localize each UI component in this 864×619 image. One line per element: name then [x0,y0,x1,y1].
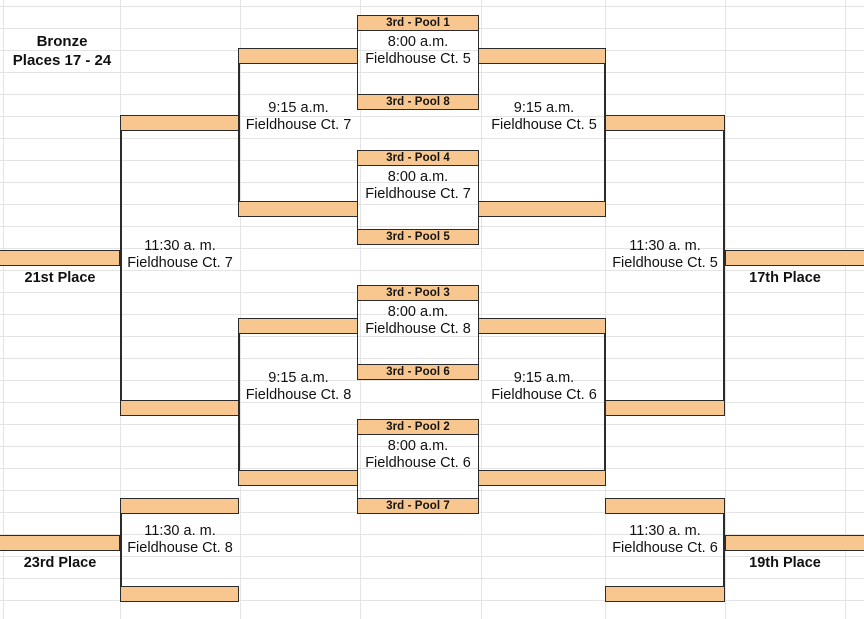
sf-left-upper-feed-top[interactable] [238,48,358,64]
final-17th-court: Fieldhouse Ct. 5 [612,255,718,272]
sf-right-upper-court: Fieldhouse Ct. 5 [491,117,597,134]
final-21st-winner-bar[interactable] [0,250,120,266]
sf-left-upper-info: 9:15 a.m. Fieldhouse Ct. 7 [238,100,359,134]
final-21st-time: 11:30 a. m. [144,238,216,254]
qf-top-2-court: Fieldhouse Ct. 7 [365,186,471,203]
final-23rd-time: 11:30 a. m. [144,523,216,539]
final-17th-connector [723,123,725,408]
qf-bottom-2-info: 8:00 a.m. Fieldhouse Ct. 6 [357,438,479,472]
sf-right-lower-feed-bottom[interactable] [478,470,606,486]
qf-bottom-2-time: 8:00 a.m. [387,438,449,454]
final-23rd-feed-top[interactable] [120,498,239,514]
qf-top-1-time: 8:00 a.m. [387,34,449,50]
final-17th-time: 11:30 a. m. [629,238,701,254]
final-19th-connector [723,506,725,594]
final-17th-winner-bar[interactable] [725,250,864,266]
final-19th-feed-top[interactable] [605,498,725,514]
final-19th-place: 19th Place [749,555,821,571]
final-23rd-place: 23rd Place [23,555,97,571]
final-23rd-connector [120,506,122,594]
final-17th-place: 17th Place [749,270,821,286]
sf-left-lower-court: Fieldhouse Ct. 8 [245,387,352,404]
qf-top-2-seed-top[interactable]: 3rd - Pool 4 [357,150,479,166]
qf-bottom-2-court: Fieldhouse Ct. 6 [365,455,471,472]
sf-right-upper-feed-bottom[interactable] [478,201,606,217]
qf-bottom-2-seed-top[interactable]: 3rd - Pool 2 [357,419,479,435]
qf-top-2-time: 8:00 a.m. [387,169,449,185]
final-21st-info: 11:30 a. m. Fieldhouse Ct. 7 [120,238,240,272]
final-21st-court: Fieldhouse Ct. 7 [127,255,233,272]
sf-left-upper-feed-bottom[interactable] [238,201,358,217]
final-23rd-court: Fieldhouse Ct. 8 [127,540,233,557]
final-19th-info: 11:30 a. m. Fieldhouse Ct. 6 [605,523,725,557]
final-23rd-feed-bottom[interactable] [120,586,239,602]
qf-top-1-seed-top[interactable]: 3rd - Pool 1 [357,15,479,31]
qf-top-2-info: 8:00 a.m. Fieldhouse Ct. 7 [357,169,479,203]
sf-right-lower-time: 9:15 a.m. [513,370,575,386]
bracket-title-line2: Places 17 - 24 [12,51,112,69]
sf-left-lower-time: 9:15 a.m. [268,370,329,386]
sf-left-lower-feed-top[interactable] [238,318,358,334]
final-17th-feed-bottom[interactable] [605,400,725,416]
qf-bottom-1-info: 8:00 a.m. Fieldhouse Ct. 8 [357,304,479,338]
sf-right-lower-court: Fieldhouse Ct. 6 [491,387,597,404]
qf-top-2-box [357,150,479,245]
final-19th-winner-bar[interactable] [725,535,864,551]
sf-right-upper-time: 9:15 a.m. [513,100,575,116]
qf-bottom-1-court: Fieldhouse Ct. 8 [365,321,471,338]
sf-right-lower-feed-top[interactable] [478,318,606,334]
final-21st-connector [120,123,122,408]
sf-left-lower-feed-bottom[interactable] [238,470,358,486]
final-19th-time: 11:30 a. m. [629,523,701,539]
qf-top-1-seed-bottom[interactable]: 3rd - Pool 8 [357,94,479,110]
qf-bottom-2-box [357,419,479,514]
final-17th-info: 11:30 a. m. Fieldhouse Ct. 5 [605,238,725,272]
qf-top-2-seed-bottom[interactable]: 3rd - Pool 5 [357,229,479,245]
sf-right-upper-feed-top[interactable] [478,48,606,64]
final-17th-feed-top[interactable] [605,115,725,131]
sf-left-upper-connector [238,56,240,209]
qf-top-1-info: 8:00 a.m. Fieldhouse Ct. 5 [357,34,479,68]
sf-left-lower-connector [238,326,240,478]
sf-left-upper-court: Fieldhouse Ct. 7 [245,117,352,134]
qf-bottom-1-seed-top[interactable]: 3rd - Pool 3 [357,285,479,301]
bracket-title-line1: Bronze [36,33,88,50]
final-21st-feed-bottom[interactable] [120,400,239,416]
bracket-title: Bronze Places 17 - 24 [2,33,122,71]
final-19th-feed-bottom[interactable] [605,586,725,602]
qf-bottom-1-seed-bottom[interactable]: 3rd - Pool 6 [357,364,479,380]
final-21st-feed-top[interactable] [120,115,239,131]
sf-right-upper-connector [604,56,606,209]
sf-right-upper-info: 9:15 a.m. Fieldhouse Ct. 5 [482,100,606,134]
sf-right-lower-info: 9:15 a.m. Fieldhouse Ct. 6 [482,370,606,404]
qf-bottom-2-seed-bottom[interactable]: 3rd - Pool 7 [357,498,479,514]
final-21st-place: 21st Place [24,270,96,286]
final-23rd-info: 11:30 a. m. Fieldhouse Ct. 8 [120,523,240,557]
qf-bottom-1-time: 8:00 a.m. [387,304,449,320]
final-23rd-winner-bar[interactable] [0,535,120,551]
final-19th-court: Fieldhouse Ct. 6 [612,540,718,557]
sf-left-upper-time: 9:15 a.m. [268,100,329,116]
qf-top-1-court: Fieldhouse Ct. 5 [365,51,471,68]
sf-left-lower-info: 9:15 a.m. Fieldhouse Ct. 8 [238,370,359,404]
